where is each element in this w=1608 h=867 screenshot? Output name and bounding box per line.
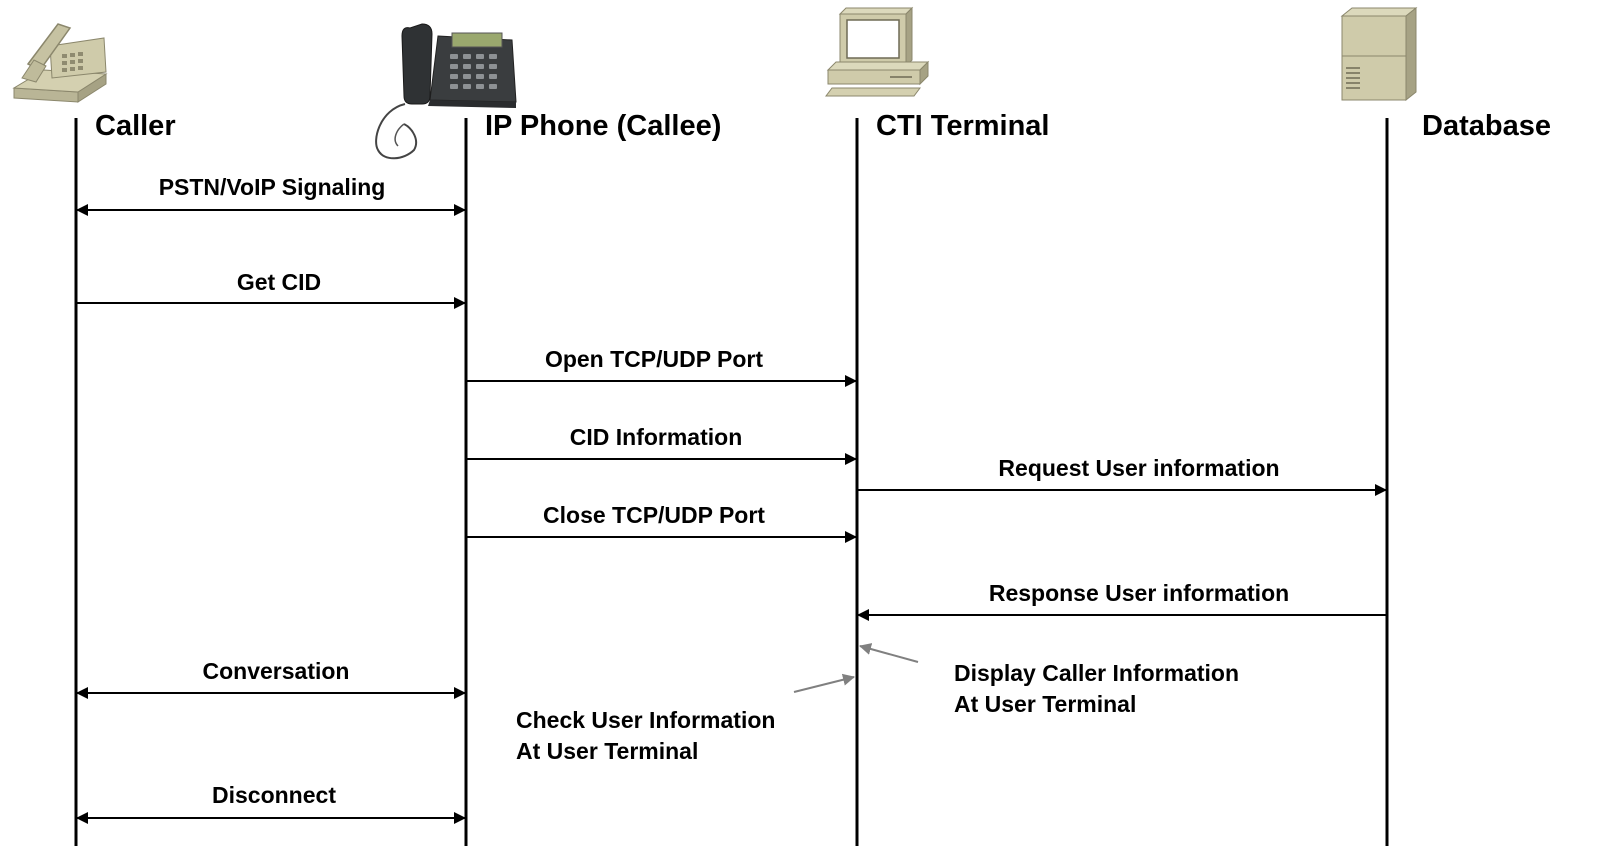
message-close-port: Close TCP/UDP Port: [467, 502, 857, 543]
note-line-1: Display Caller Information: [954, 660, 1239, 686]
message-pstn-voip-signaling: PSTN/VoIP Signaling: [76, 174, 466, 216]
message-label: CID Information: [570, 424, 743, 450]
message-label: PSTN/VoIP Signaling: [159, 174, 386, 200]
note-pointer-arrow: [859, 643, 919, 663]
note-pointer-arrow: [793, 673, 855, 693]
note-line-1: Check User Information: [516, 707, 775, 733]
message-get-cid: Get CID: [77, 269, 466, 309]
message-disconnect: Disconnect: [76, 782, 466, 824]
message-label: Conversation: [203, 658, 350, 684]
desk-phone-icon: [12, 23, 108, 103]
message-conversation: Conversation: [76, 658, 466, 699]
message-label: Response User information: [989, 580, 1289, 606]
message-label: Request User information: [998, 455, 1279, 481]
message-label: Disconnect: [212, 782, 336, 808]
note-check-user-info: Check User Information At User Terminal: [516, 673, 855, 764]
server-icon: [1340, 6, 1418, 102]
note-display-caller-info: Display Caller Information At User Termi…: [859, 643, 1239, 717]
message-open-port: Open TCP/UDP Port: [467, 346, 857, 387]
actor-label-database: Database: [1422, 110, 1551, 142]
note-line-2: At User Terminal: [954, 691, 1136, 717]
message-request-user-info: Request User information: [858, 455, 1387, 496]
computer-icon: [825, 6, 930, 97]
actor-label-cti-terminal: CTI Terminal: [876, 110, 1050, 142]
message-cid-information: CID Information: [467, 424, 857, 465]
message-response-user-info: Response User information: [857, 580, 1386, 621]
actor-label-ip-phone: IP Phone (Callee): [485, 110, 721, 142]
message-label: Close TCP/UDP Port: [543, 502, 765, 528]
message-label: Open TCP/UDP Port: [545, 346, 763, 372]
ip-phone-icon: [375, 23, 517, 160]
message-label: Get CID: [237, 269, 321, 295]
note-line-2: At User Terminal: [516, 738, 698, 764]
actor-label-caller: Caller: [95, 110, 176, 142]
